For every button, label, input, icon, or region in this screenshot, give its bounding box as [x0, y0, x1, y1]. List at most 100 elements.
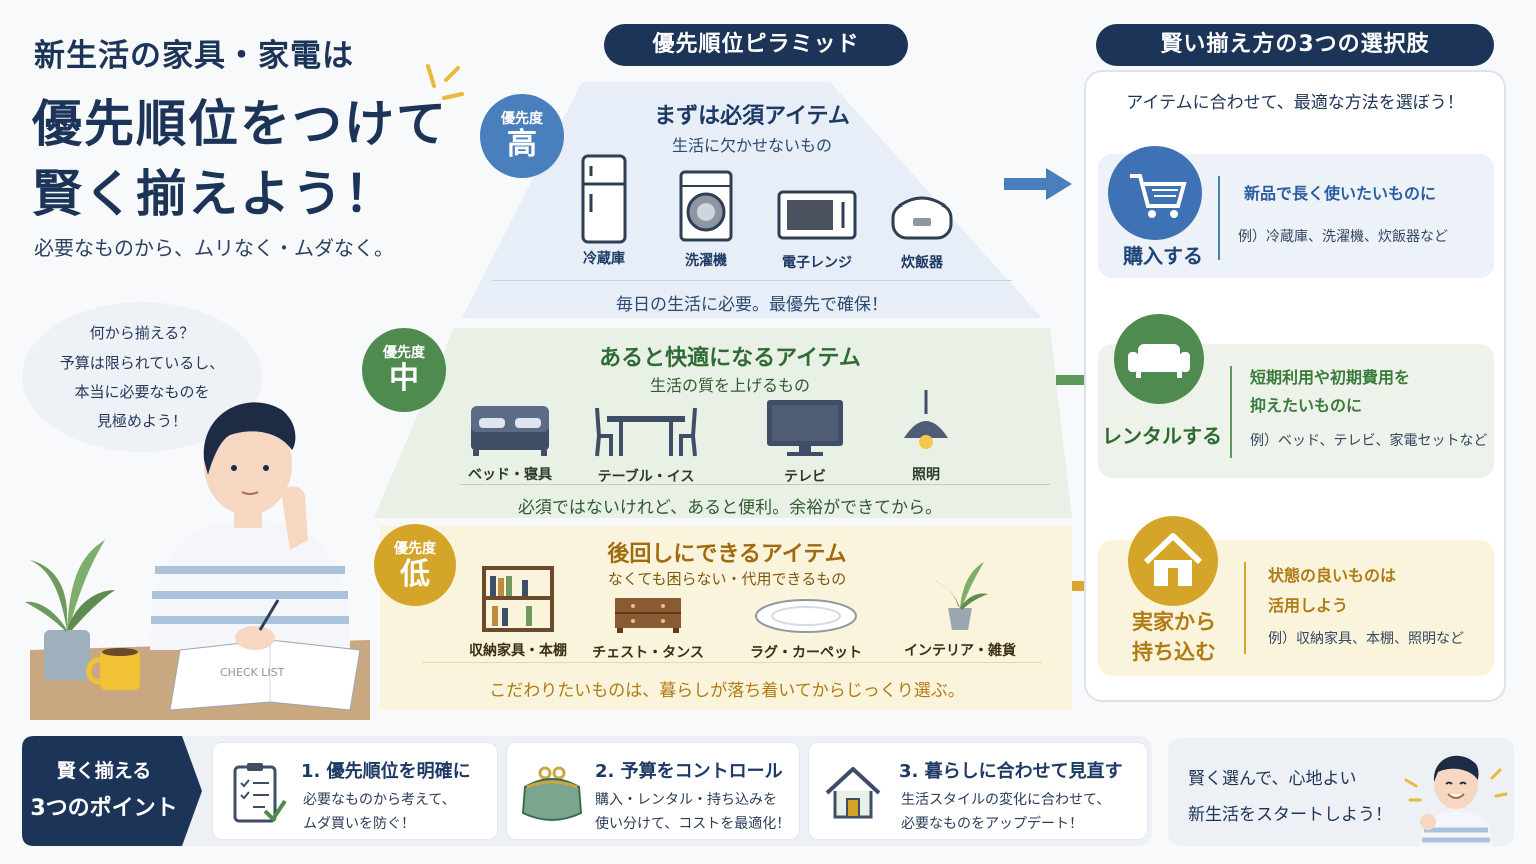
options-intro: アイテムに合わせて、最適な方法を選ぼう！: [1126, 93, 1464, 113]
closing-line1: 賢く選んで、心地よい: [1188, 769, 1357, 789]
checklist-icon: [233, 763, 287, 823]
item-interior: インテリア・雑貨: [900, 556, 1020, 660]
item-rug: ラグ・カーペット: [746, 598, 866, 662]
badge-level: 中: [389, 361, 419, 396]
point-card: 1. 優先順位を明確に 必要なものから考えて、 ムダ買いを防ぐ！: [212, 742, 498, 840]
pendant-lamp-icon: [904, 390, 948, 449]
house-icon: [1143, 533, 1203, 586]
sofa-icon: [1128, 344, 1190, 378]
points-label-line2: 3つのポイント: [30, 796, 178, 821]
tier-subtitle: 生活に欠かせないもの: [671, 136, 832, 155]
tier-mid: あると快適になるアイテム 生活の質を上げるもの ベッド・寝具 テーブル・イス テ…: [400, 330, 1060, 520]
tier-title: 後回しにできるアイテム: [607, 542, 847, 567]
divider: [1218, 176, 1220, 260]
item-label: ラグ・カーペット: [750, 645, 862, 661]
item-tv: テレビ: [745, 398, 865, 486]
tier-subtitle: 生活の質を上げるもの: [649, 376, 810, 395]
option-bring: 実家から 持ち込む 状態の良いものは 活用しよう 例）収納家具、本棚、照明など: [1098, 516, 1494, 676]
tier-high: まずは必須アイテム 生活に欠かせないもの 冷蔵庫 洗濯機 電子レンジ 炊飯器 毎…: [462, 82, 1042, 322]
option-desc: 状態の良いものは: [1268, 566, 1397, 585]
item-washer: 洗濯機: [646, 170, 766, 270]
tier-footer: こだわりたいものは、暮らしが落ち着いてからじっくり選ぶ。: [489, 681, 965, 701]
option-rent: レンタルする 短期利用や初期費用を 抑えたいものに 例）ベッド、テレビ、家電セッ…: [1098, 314, 1494, 478]
option-icon-circle: [1128, 516, 1218, 606]
item-bookshelf: 収納家具・本棚: [458, 566, 578, 660]
item-label: テーブル・イス: [597, 469, 695, 485]
closing-line2: 新生活をスタートしよう！: [1188, 805, 1392, 825]
badge-level: 低: [400, 557, 430, 592]
plant-icon: [932, 562, 988, 630]
item-label: 電子レンジ: [782, 255, 852, 271]
point-desc: 必要なものをアップデート！: [901, 816, 1083, 832]
points-label-shape: [22, 736, 202, 846]
points-label-line1: 賢く揃える: [56, 760, 152, 782]
point-desc: 必要なものから考えて、: [303, 792, 456, 808]
item-table-chairs: テーブル・イス: [586, 406, 706, 486]
item-label: 冷蔵庫: [583, 251, 625, 267]
point-card: 2. 予算をコントロール 購入・レンタル・持ち込みを 使い分けて、コストを最適化…: [506, 742, 800, 840]
option-title: レンタルする: [1102, 424, 1222, 448]
options-panel: アイテムに合わせて、最適な方法を選ぼう！ 購入する 新品で長く使いたいものに 例…: [1084, 70, 1506, 702]
closing-card: 賢く選んで、心地よい 新生活をスタートしよう！: [1168, 738, 1514, 846]
badge-label: 優先度: [501, 111, 543, 127]
point-desc: 購入・レンタル・持ち込みを: [595, 792, 777, 808]
tier-subtitle: なくても困らない・代用できるもの: [607, 570, 847, 588]
washing-machine-icon: [679, 170, 733, 242]
bubble-line: 本当に必要なものを: [74, 383, 210, 401]
option-title: 持ち込む: [1132, 640, 1216, 664]
item-label: ベッド・寝具: [468, 467, 552, 483]
item-label: 照明: [912, 467, 940, 483]
option-desc: 新品で長く使いたいものに: [1244, 184, 1437, 203]
option-example: 例）冷蔵庫、洗濯機、炊飯器など: [1238, 229, 1448, 245]
options-heading: 賢い揃え方の3つの選択肢: [1096, 24, 1494, 66]
arrow-right-icon: [1004, 168, 1072, 200]
point-desc: 使い分けて、コストを最適化！: [595, 816, 791, 832]
item-label: テレビ: [784, 469, 826, 485]
title-small: 新生活の家具・家電は: [34, 38, 354, 74]
fridge-icon: [581, 154, 627, 244]
badge-label: 優先度: [383, 345, 425, 361]
notebook-label: CHECK LIST: [220, 666, 285, 679]
tier-low: 後回しにできるアイテム なくても困らない・代用できるもの 収納家具・本棚 チェス…: [382, 528, 1072, 708]
priority-badge-mid: 優先度 中: [362, 328, 446, 412]
bookshelf-icon: [482, 566, 554, 632]
item-label: 洗濯機: [685, 253, 727, 269]
plant-icon: [25, 540, 115, 680]
point-title: 3. 暮らしに合わせて見直す: [899, 761, 1123, 782]
subtitle: 必要なものから、ムリなく・ムダなく。: [34, 236, 394, 260]
divider: [422, 662, 1042, 663]
item-chest: チェスト・タンス: [588, 596, 708, 662]
option-icon-circle: [1114, 314, 1204, 404]
sparkle-icon: [426, 64, 464, 100]
badge-label: 優先度: [394, 541, 436, 557]
tier-title: あると快適になるアイテム: [599, 346, 861, 371]
title-main-line2: 賢く揃えよう！: [32, 165, 396, 223]
bed-icon: [471, 406, 549, 456]
item-bed: ベッド・寝具: [450, 402, 570, 484]
smiling-person-illustration: [1404, 755, 1508, 846]
tier-footer: 必須ではないけれど、あると便利。余裕ができてから。: [517, 498, 943, 518]
tier-footer: 毎日の生活に必要。最優先で確保！: [616, 295, 888, 315]
divider: [1230, 366, 1232, 458]
cart-icon: [1130, 174, 1187, 218]
option-desc: 短期利用や初期費用を: [1250, 368, 1411, 387]
item-label: インテリア・雑貨: [904, 643, 1016, 659]
option-example: 例）収納家具、本棚、照明など: [1268, 631, 1464, 647]
thinking-person-illustration: CHECK LIST: [25, 402, 370, 720]
microwave-icon: [777, 190, 857, 240]
item-label: 収納家具・本棚: [469, 643, 567, 659]
option-buy: 購入する 新品で長く使いたいものに 例）冷蔵庫、洗濯機、炊飯器など: [1098, 146, 1494, 278]
bubble-line: 何から揃える？: [89, 324, 195, 342]
option-example: 例）ベッド、テレビ、家電セットなど: [1250, 433, 1488, 449]
tier-title: まずは必須アイテム: [654, 104, 850, 129]
title-main-line1: 優先順位をつけて: [32, 95, 448, 153]
point-title: 2. 予算をコントロール: [595, 761, 783, 782]
badge-level: 高: [507, 127, 537, 162]
chest-icon: [615, 598, 681, 633]
point-card: 3. 暮らしに合わせて見直す 生活スタイルの変化に合わせて、 必要なものをアップ…: [808, 742, 1148, 840]
point-desc: ムダ買いを防ぐ！: [303, 816, 415, 832]
option-desc: 抑えたいものに: [1250, 396, 1363, 415]
priority-badge-high: 優先度 高: [480, 94, 564, 178]
option-title: 購入する: [1123, 244, 1203, 268]
item-lamp: 照明: [866, 390, 986, 484]
